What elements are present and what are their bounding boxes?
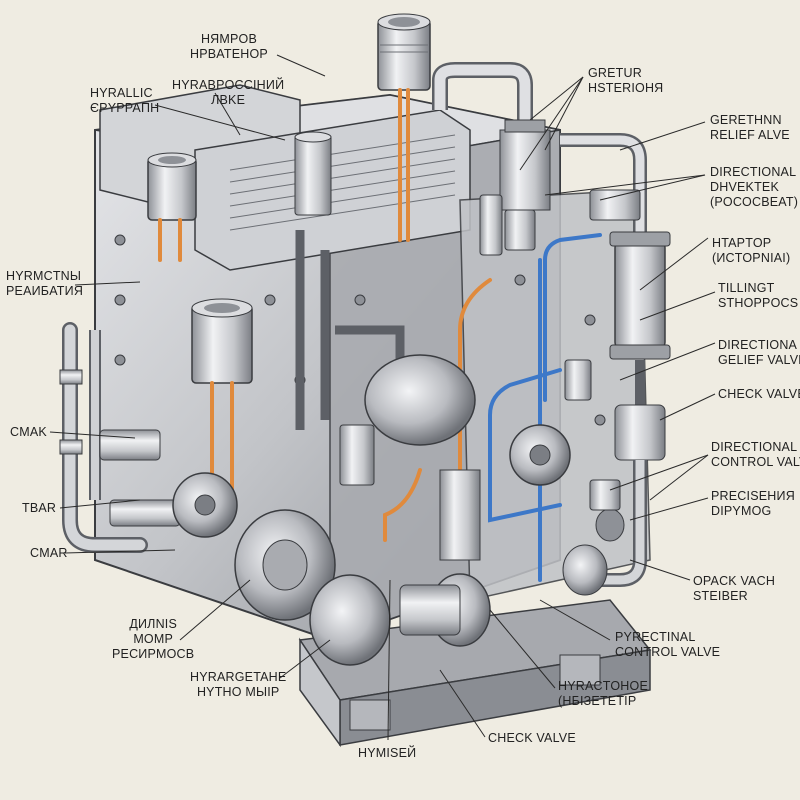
label-line: CMAR <box>30 546 68 560</box>
label-hyrabrossiny-lvke: HYRABPOCCIHИЙ ЛBKE <box>172 78 284 108</box>
label-cmak: CMAK <box>10 425 47 440</box>
label-line: HSTERIOHЯ <box>588 81 664 95</box>
label-tillingt: TILLINGT STHOPPOCS <box>718 281 798 311</box>
label-line: ЛBKE <box>211 93 246 107</box>
label-line: PEAИБATИЯ <box>6 284 84 298</box>
label-directional-top: DIRECTIONAL DHVEKTEK (POCOCBEAT) <box>710 165 798 210</box>
label-line: TILLINGT <box>718 281 775 295</box>
valve-fittings <box>479 189 641 511</box>
label-line: GELIEF VALVE <box>718 353 800 367</box>
label-line: ЄPYPPAПH <box>90 101 160 115</box>
piston-top <box>377 13 431 91</box>
label-line: PECИPMOCB <box>112 647 195 661</box>
label-line: CONTROL VALVE <box>615 645 721 659</box>
label-line: CONTROL VALVE <box>711 455 800 469</box>
label-line: HYRMCTNЫ <box>6 269 82 283</box>
leader-lines <box>49 54 716 741</box>
label-check-valve-right: CHECK VALVE <box>718 387 800 402</box>
label-line: PRECISEHИЯ <box>711 489 795 503</box>
label-line: HYMISEЙ <box>358 746 417 760</box>
label-gerethnn-relief: GERETHNN RELIEF ALVE <box>710 113 790 143</box>
label-hyrargetane: HYRARGETAHE HYTHO MЫIP <box>190 670 286 700</box>
label-line: CMAK <box>10 425 47 439</box>
label-hyrmctny: HYRMCTNЫ PEAИБATИЯ <box>6 269 83 299</box>
label-directional-control-right: DIRECTIONAL CONTROL VALVE <box>711 440 800 470</box>
label-line: DIRECTIONAL <box>711 440 798 454</box>
blue-hydraulic-lines <box>488 233 602 582</box>
label-htaptor: HTAPTOP (ИCTOPNIAI) <box>712 236 790 266</box>
label-preciseniya: PRECISEHИЯ DIPYMOG <box>711 489 795 519</box>
pump-housings <box>172 354 625 666</box>
piston-left-lower <box>191 298 253 384</box>
label-line: (HБIЗETETIP <box>558 694 637 708</box>
label-line: DHVEKTEK <box>710 180 779 194</box>
label-cmar-bottom: CMAR <box>30 546 68 561</box>
label-line: OPACK VACH <box>693 574 776 588</box>
label-line: HYRACTOHOE <box>558 679 648 693</box>
label-gretur-hsterions: GRETUR HSTERIOHЯ <box>588 66 663 96</box>
accumulator-cylinder <box>590 231 671 587</box>
label-line: HYRALLIC <box>90 86 153 100</box>
label-line: RELIEF ALVE <box>710 128 790 142</box>
label-line: CHECK VALVE <box>488 731 576 745</box>
label-hymiseyi: HYMISEЙ <box>358 746 416 761</box>
label-line: HPBATEHOP <box>190 47 268 61</box>
label-line: (ИCTOPNIAI) <box>712 251 791 265</box>
label-pyrectinal-control: PYRECTINAL CONTROL VALVE <box>615 630 720 660</box>
label-check-valve-bottom: CHECK VALVE <box>488 731 576 746</box>
label-hyrallic-gruppan: HYRALLIC ЄPYPPAПH <box>90 86 159 116</box>
left-pipework <box>59 322 181 553</box>
label-line: CHECK VALVE <box>718 387 800 401</box>
label-line: HTAPTOP <box>712 236 772 250</box>
label-line: STHOPPOCS <box>718 296 799 310</box>
label-line: HYRARGETAHE <box>190 670 287 684</box>
label-line: GRETUR <box>588 66 642 80</box>
label-directiona-gelief: DIRECTIONA GELIEF VALVE <box>718 338 800 368</box>
label-opack-vach: OPACK VACH STEIBER <box>693 574 775 604</box>
label-line: DIRECTIONAL <box>710 165 797 179</box>
base-skid <box>298 599 652 748</box>
label-line: HYTHO MЫIP <box>196 685 280 699</box>
piston-left-upper <box>147 152 197 221</box>
label-dilnis-momp: ДИЛNIS MOMP PECИPMOCB <box>112 617 194 662</box>
orange-hydraulic-lines <box>158 88 492 542</box>
label-hydraulic-header-top: HЯMPOB HPBATEHOP <box>190 32 268 62</box>
label-line: (POCOCBEAT) <box>710 195 799 209</box>
label-line: TBAR <box>22 501 57 515</box>
label-tbar: TBAR <box>22 501 56 516</box>
label-line: DIRECTIONA <box>718 338 798 352</box>
label-hyractohoe: HYRACTOHOE (HБIЗETETIP <box>558 679 648 709</box>
label-line: DIPYMOG <box>711 504 772 518</box>
label-line: PYRECTINAL <box>615 630 696 644</box>
piston-center <box>294 131 375 486</box>
label-line: ДИЛNIS <box>129 617 178 631</box>
label-line: GERETHNN <box>710 113 782 127</box>
label-line: HYRABPOCCIHИЙ <box>172 78 285 92</box>
label-line: STEIBER <box>693 589 748 603</box>
label-line: HЯMPOB <box>200 32 258 46</box>
label-line: MOMP <box>133 632 173 646</box>
